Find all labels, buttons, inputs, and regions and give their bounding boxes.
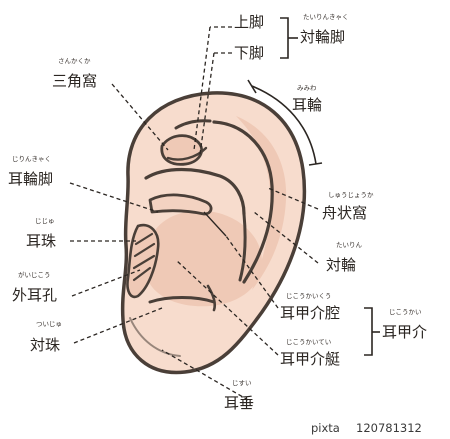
crus-line <box>166 146 208 161</box>
helix-arc-marker <box>251 85 317 165</box>
label-helix: 耳輪 <box>292 96 322 114</box>
label-concha: 耳甲介 <box>382 323 427 341</box>
reading-antitragus: ついじゅ <box>36 320 62 328</box>
label-helix-crus: 耳輪脚 <box>8 170 53 188</box>
label-upper-crus: 上脚 <box>234 13 264 31</box>
label-triangular-fossa: 三角窩 <box>52 72 97 90</box>
label-tragus: 耳珠 <box>26 232 56 250</box>
solid-leaders <box>203 211 227 237</box>
scapha-shade <box>236 116 287 290</box>
reading-cymba-conchae: じこうかいくう <box>286 292 331 300</box>
reading-helix-crus: じりんきゃく <box>12 155 51 163</box>
reading-external-ear-canal: がいじこう <box>18 270 51 279</box>
reading-scaphoid-fossa: しゅうじょうか <box>328 191 374 199</box>
antitragus-shape <box>148 296 216 304</box>
helix-rim-line <box>212 120 274 284</box>
reading-tragus: じじゅ <box>35 217 55 225</box>
label-external-ear-canal: 外耳孔 <box>12 286 57 304</box>
ear-canal-hatch <box>132 232 156 282</box>
concha-shade <box>145 210 262 307</box>
labels: 上脚 下脚 たいりんきゃく 対輪脚 さんかくか 三角窩 みみわ 耳輪 じりんきゃ… <box>8 13 427 412</box>
helix-rim-line-upper <box>174 119 212 130</box>
label-scaphoid-fossa: 舟状窩 <box>322 204 367 222</box>
antitragus-curve <box>206 284 217 312</box>
crura-bracket <box>280 17 289 59</box>
reading-triangular-fossa: さんかくか <box>58 57 91 65</box>
watermark-brand: pixta <box>311 421 340 435</box>
concha-bracket <box>364 307 373 356</box>
leader-lines <box>69 26 319 401</box>
reading-concha: じこうかい <box>389 308 422 316</box>
label-cavum-conchae: 耳甲介艇 <box>280 350 340 368</box>
label-antihelix-crura: 対輪脚 <box>300 28 345 46</box>
ear-artwork <box>120 91 307 375</box>
antihelix-lower <box>238 212 247 282</box>
label-cymba-conchae: 耳甲介腔 <box>280 304 340 322</box>
label-antitragus: 対珠 <box>30 336 60 354</box>
helix-crus-shape <box>148 193 213 216</box>
label-earlobe: 耳垂 <box>224 394 254 412</box>
reading-earlobe: じすい <box>232 379 252 387</box>
antihelix-ridge <box>144 167 246 216</box>
reading-antihelix-crura: たいりんきゃく <box>303 13 349 21</box>
lobe-line <box>129 317 181 357</box>
label-lower-crus: 下脚 <box>234 44 264 62</box>
label-antihelix: 対輪 <box>326 256 356 274</box>
watermark-id: 120781312 <box>356 421 422 435</box>
watermark: pixta 120781312 <box>311 421 422 435</box>
reading-antihelix: たいりん <box>336 241 363 249</box>
reading-helix: みみわ <box>297 84 317 92</box>
brackets <box>247 17 380 356</box>
reading-cavum-conchae: じこうかいてい <box>286 338 331 346</box>
